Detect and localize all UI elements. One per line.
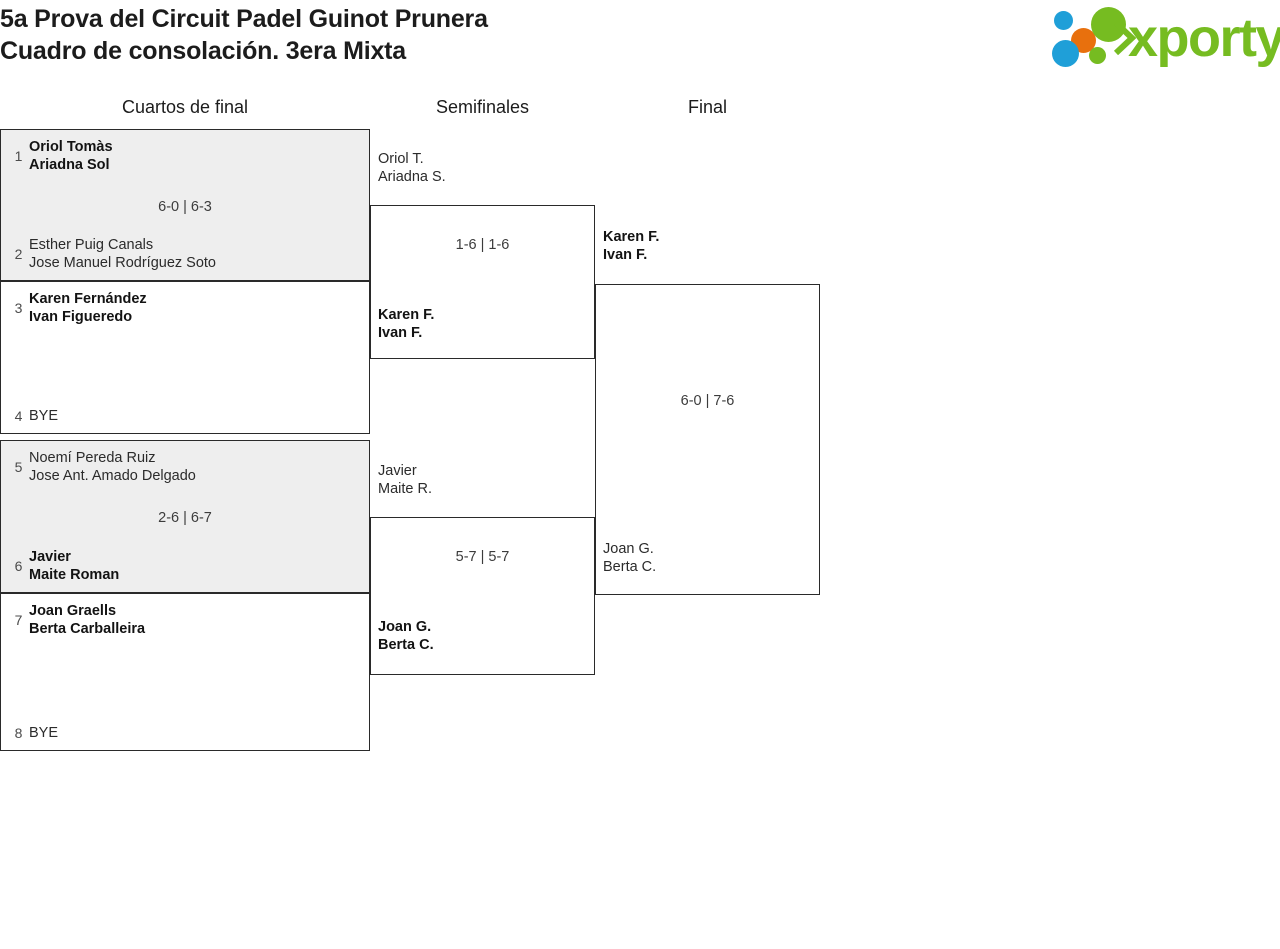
- match-score: 2-6 | 6-7: [158, 510, 212, 526]
- player-name: Ivan F.: [603, 247, 648, 263]
- seed-number: 6: [14, 558, 23, 574]
- quarterfinal-match-4[interactable]: 7 Joan Graells Berta Carballeira 8 BYE: [0, 593, 370, 751]
- logo-dot-blue-small: [1054, 11, 1073, 30]
- team-names: Javier Maite Roman: [29, 548, 119, 584]
- semifinal-1-top-team[interactable]: Oriol T. Ariadna S.: [378, 150, 446, 186]
- team-names: Joan Graells Berta Carballeira: [29, 602, 145, 638]
- bracket-team[interactable]: 2 Esther Puig Canals Jose Manuel Rodrígu…: [8, 236, 216, 272]
- player-name: Ivan F.: [378, 325, 423, 341]
- logo-chevron-icon: [1114, 21, 1136, 55]
- player-name: Jose Manuel Rodríguez Soto: [29, 255, 216, 271]
- title-line-2: Cuadro de consolación. 3era Mixta: [0, 37, 407, 65]
- player-name: Maite Roman: [29, 567, 120, 583]
- bracket-team[interactable]: 3 Karen Fernández Ivan Figueredo: [8, 290, 147, 326]
- player-name: Karen F.: [603, 229, 660, 245]
- match-score: 6-0 | 6-3: [158, 199, 212, 215]
- xporty-logo[interactable]: xporty: [1052, 5, 1280, 69]
- seed-number: 7: [14, 612, 23, 628]
- semifinal-1-bottom-team[interactable]: Karen F. Ivan F.: [378, 306, 434, 342]
- quarterfinal-match-1[interactable]: 1 Oriol Tomàs Ariadna Sol 6-0 | 6-3 2 Es…: [0, 129, 370, 281]
- semifinal-match-1[interactable]: [370, 205, 595, 359]
- player-name: Ariadna Sol: [29, 157, 110, 173]
- final-top-team[interactable]: Karen F. Ivan F.: [603, 228, 659, 264]
- player-name: Ariadna S.: [378, 169, 446, 185]
- match-score: 6-0 | 7-6: [680, 393, 735, 409]
- round-header-final: Final: [687, 97, 727, 117]
- seed-number: 8: [14, 725, 23, 741]
- final-bottom-team[interactable]: Joan G. Berta C.: [603, 540, 656, 576]
- semifinal-match-2[interactable]: [370, 517, 595, 675]
- player-name: Berta C.: [378, 637, 434, 653]
- team-names: Karen Fernández Ivan Figueredo: [29, 290, 147, 326]
- bracket-team[interactable]: 7 Joan Graells Berta Carballeira: [8, 602, 145, 638]
- match-score: 1-6 | 1-6: [455, 237, 510, 253]
- player-name: Javier: [378, 463, 417, 479]
- logo-dot-green-small: [1089, 47, 1106, 64]
- logo-dot-blue-large: [1052, 40, 1079, 67]
- bracket-team[interactable]: 5 Noemí Pereda Ruiz Jose Ant. Amado Delg…: [8, 449, 196, 485]
- seed-number: 3: [14, 300, 23, 316]
- team-names: Oriol Tomàs Ariadna Sol: [29, 138, 113, 174]
- seed-number: 1: [14, 148, 23, 164]
- player-name: Joan Graells: [29, 603, 117, 619]
- player-name: Oriol Tomàs: [29, 139, 113, 155]
- player-name: Maite R.: [378, 481, 432, 497]
- player-name: BYE: [29, 725, 59, 741]
- player-name: Ivan Figueredo: [29, 309, 133, 325]
- bracket-team[interactable]: 8 BYE: [8, 724, 58, 742]
- bracket-team[interactable]: 4 BYE: [8, 407, 58, 425]
- title-line-1: 5a Prova del Circuit Padel Guinot Pruner…: [0, 5, 488, 33]
- seed-number: 2: [14, 246, 23, 262]
- tournament-bracket: 1 Oriol Tomàs Ariadna Sol 6-0 | 6-3 2 Es…: [0, 129, 830, 759]
- quarterfinal-match-2[interactable]: 3 Karen Fernández Ivan Figueredo 4 BYE: [0, 281, 370, 434]
- player-name: Joan G.: [603, 541, 654, 557]
- player-name: Oriol T.: [378, 151, 424, 167]
- seed-number: 4: [14, 408, 23, 424]
- bracket-team[interactable]: 1 Oriol Tomàs Ariadna Sol: [8, 138, 113, 174]
- player-name: BYE: [29, 408, 59, 424]
- match-score: 5-7 | 5-7: [455, 549, 510, 565]
- bracket-team[interactable]: 6 Javier Maite Roman: [8, 548, 120, 584]
- player-name: Javier: [29, 549, 71, 565]
- player-name: Berta C.: [603, 559, 657, 575]
- player-name: Noemí Pereda Ruiz: [29, 450, 156, 466]
- logo-wordmark: xporty: [1128, 8, 1280, 68]
- round-header-semifinals: Semifinales: [435, 97, 530, 117]
- team-names: Noemí Pereda Ruiz Jose Ant. Amado Delgad…: [29, 449, 196, 485]
- team-names: BYE: [29, 724, 58, 742]
- player-name: Karen Fernández: [29, 291, 147, 307]
- quarterfinal-match-3[interactable]: 5 Noemí Pereda Ruiz Jose Ant. Amado Delg…: [0, 440, 370, 593]
- round-header-quarterfinals: Cuartos de final: [121, 97, 249, 117]
- semifinal-2-top-team[interactable]: Javier Maite R.: [378, 462, 432, 498]
- player-name: Jose Ant. Amado Delgado: [29, 468, 196, 484]
- player-name: Esther Puig Canals: [29, 237, 154, 253]
- page-title: 5a Prova del Circuit Padel Guinot Pruner…: [0, 3, 488, 67]
- player-name: Karen F.: [378, 307, 435, 323]
- page-header: 5a Prova del Circuit Padel Guinot Pruner…: [0, 0, 1280, 88]
- player-name: Berta Carballeira: [29, 621, 146, 637]
- player-name: Joan G.: [378, 619, 432, 635]
- team-names: Esther Puig Canals Jose Manuel Rodríguez…: [29, 236, 216, 272]
- logo-dots-icon: [1052, 7, 1128, 67]
- team-names: BYE: [29, 407, 58, 425]
- semifinal-2-bottom-team[interactable]: Joan G. Berta C.: [378, 618, 434, 654]
- seed-number: 5: [14, 459, 23, 475]
- final-match[interactable]: [595, 284, 820, 595]
